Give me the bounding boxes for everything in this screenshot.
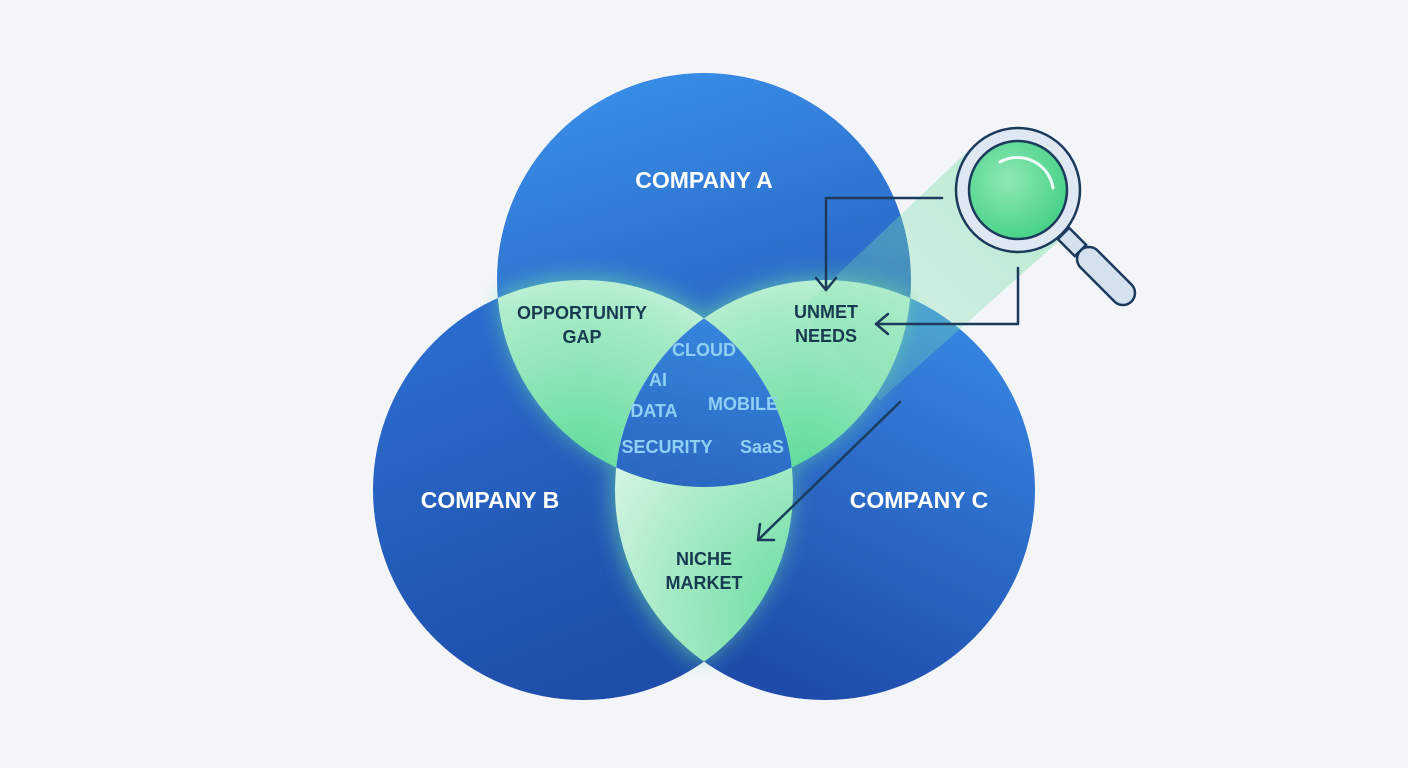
core-term-ai: AI xyxy=(649,370,667,390)
label-niche-line1: NICHE xyxy=(676,549,732,569)
label-company-c: COMPANY C xyxy=(850,487,988,513)
label-unmet-line2: NEEDS xyxy=(795,326,857,346)
arrow-to-unmet-needs-side xyxy=(874,266,1020,336)
magnifying-glass-icon xyxy=(954,126,1137,307)
label-opportunity-line2: GAP xyxy=(562,327,601,347)
core-term-cloud: CLOUD xyxy=(672,340,736,360)
arrow-to-unmet-needs-top xyxy=(814,196,944,292)
label-opportunity-line1: OPPORTUNITY xyxy=(517,303,647,323)
core-term-mobile: MOBILE xyxy=(708,394,778,414)
label-company-a: COMPANY A xyxy=(635,167,773,193)
label-niche-line2: MARKET xyxy=(666,573,743,593)
label-company-b: COMPANY B xyxy=(421,487,559,513)
arrow-to-niche-market xyxy=(756,400,902,542)
region-core xyxy=(615,280,793,487)
core-term-security: SECURITY xyxy=(621,437,712,457)
core-term-saas: SaaS xyxy=(740,437,784,457)
label-unmet-line1: UNMET xyxy=(794,302,858,322)
core-term-data: DATA xyxy=(630,401,677,421)
